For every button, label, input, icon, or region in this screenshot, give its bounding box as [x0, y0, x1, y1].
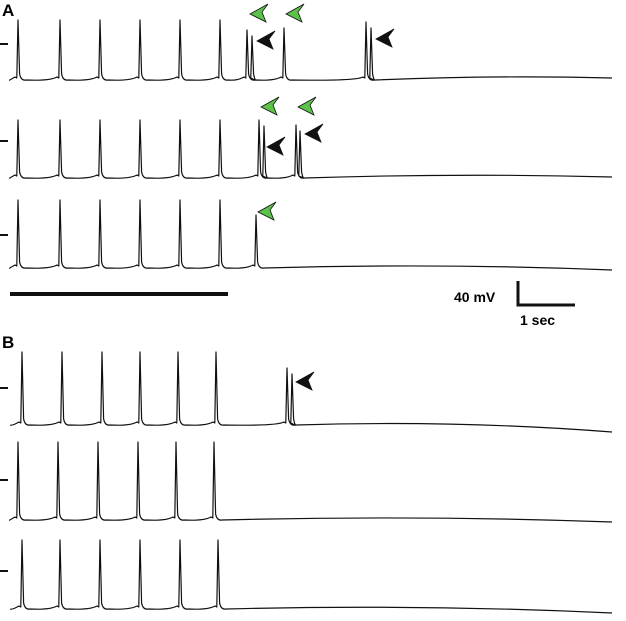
black-arrowhead-icon	[256, 30, 276, 50]
voltage-trace	[9, 539, 613, 614]
black-arrowhead-icon	[295, 371, 315, 391]
black-arrowhead-icon	[304, 123, 324, 143]
panel-label-b: B	[2, 333, 14, 352]
voltage-traces	[0, 3, 613, 614]
scale-bar-lines	[516, 281, 575, 307]
green-arrowhead-icon	[257, 201, 277, 221]
scale-time-label: 1 sec	[520, 312, 555, 328]
green-arrowhead-icon	[285, 3, 305, 23]
voltage-trace	[8, 199, 613, 271]
scale-bar: 40 mV 1 sec	[454, 281, 575, 328]
black-arrowhead-icon	[375, 28, 395, 48]
black-arrowhead-icon	[266, 136, 286, 156]
green-arrowhead-icon	[297, 96, 317, 116]
voltage-trace	[9, 351, 613, 433]
green-arrowhead-icon	[249, 3, 269, 23]
green-arrowhead-icon	[260, 96, 280, 116]
panel-label-a: A	[2, 1, 14, 20]
voltage-trace	[8, 19, 613, 81]
voltage-trace	[8, 441, 613, 523]
scale-voltage-label: 40 mV	[454, 289, 496, 305]
voltage-trace	[8, 119, 613, 179]
